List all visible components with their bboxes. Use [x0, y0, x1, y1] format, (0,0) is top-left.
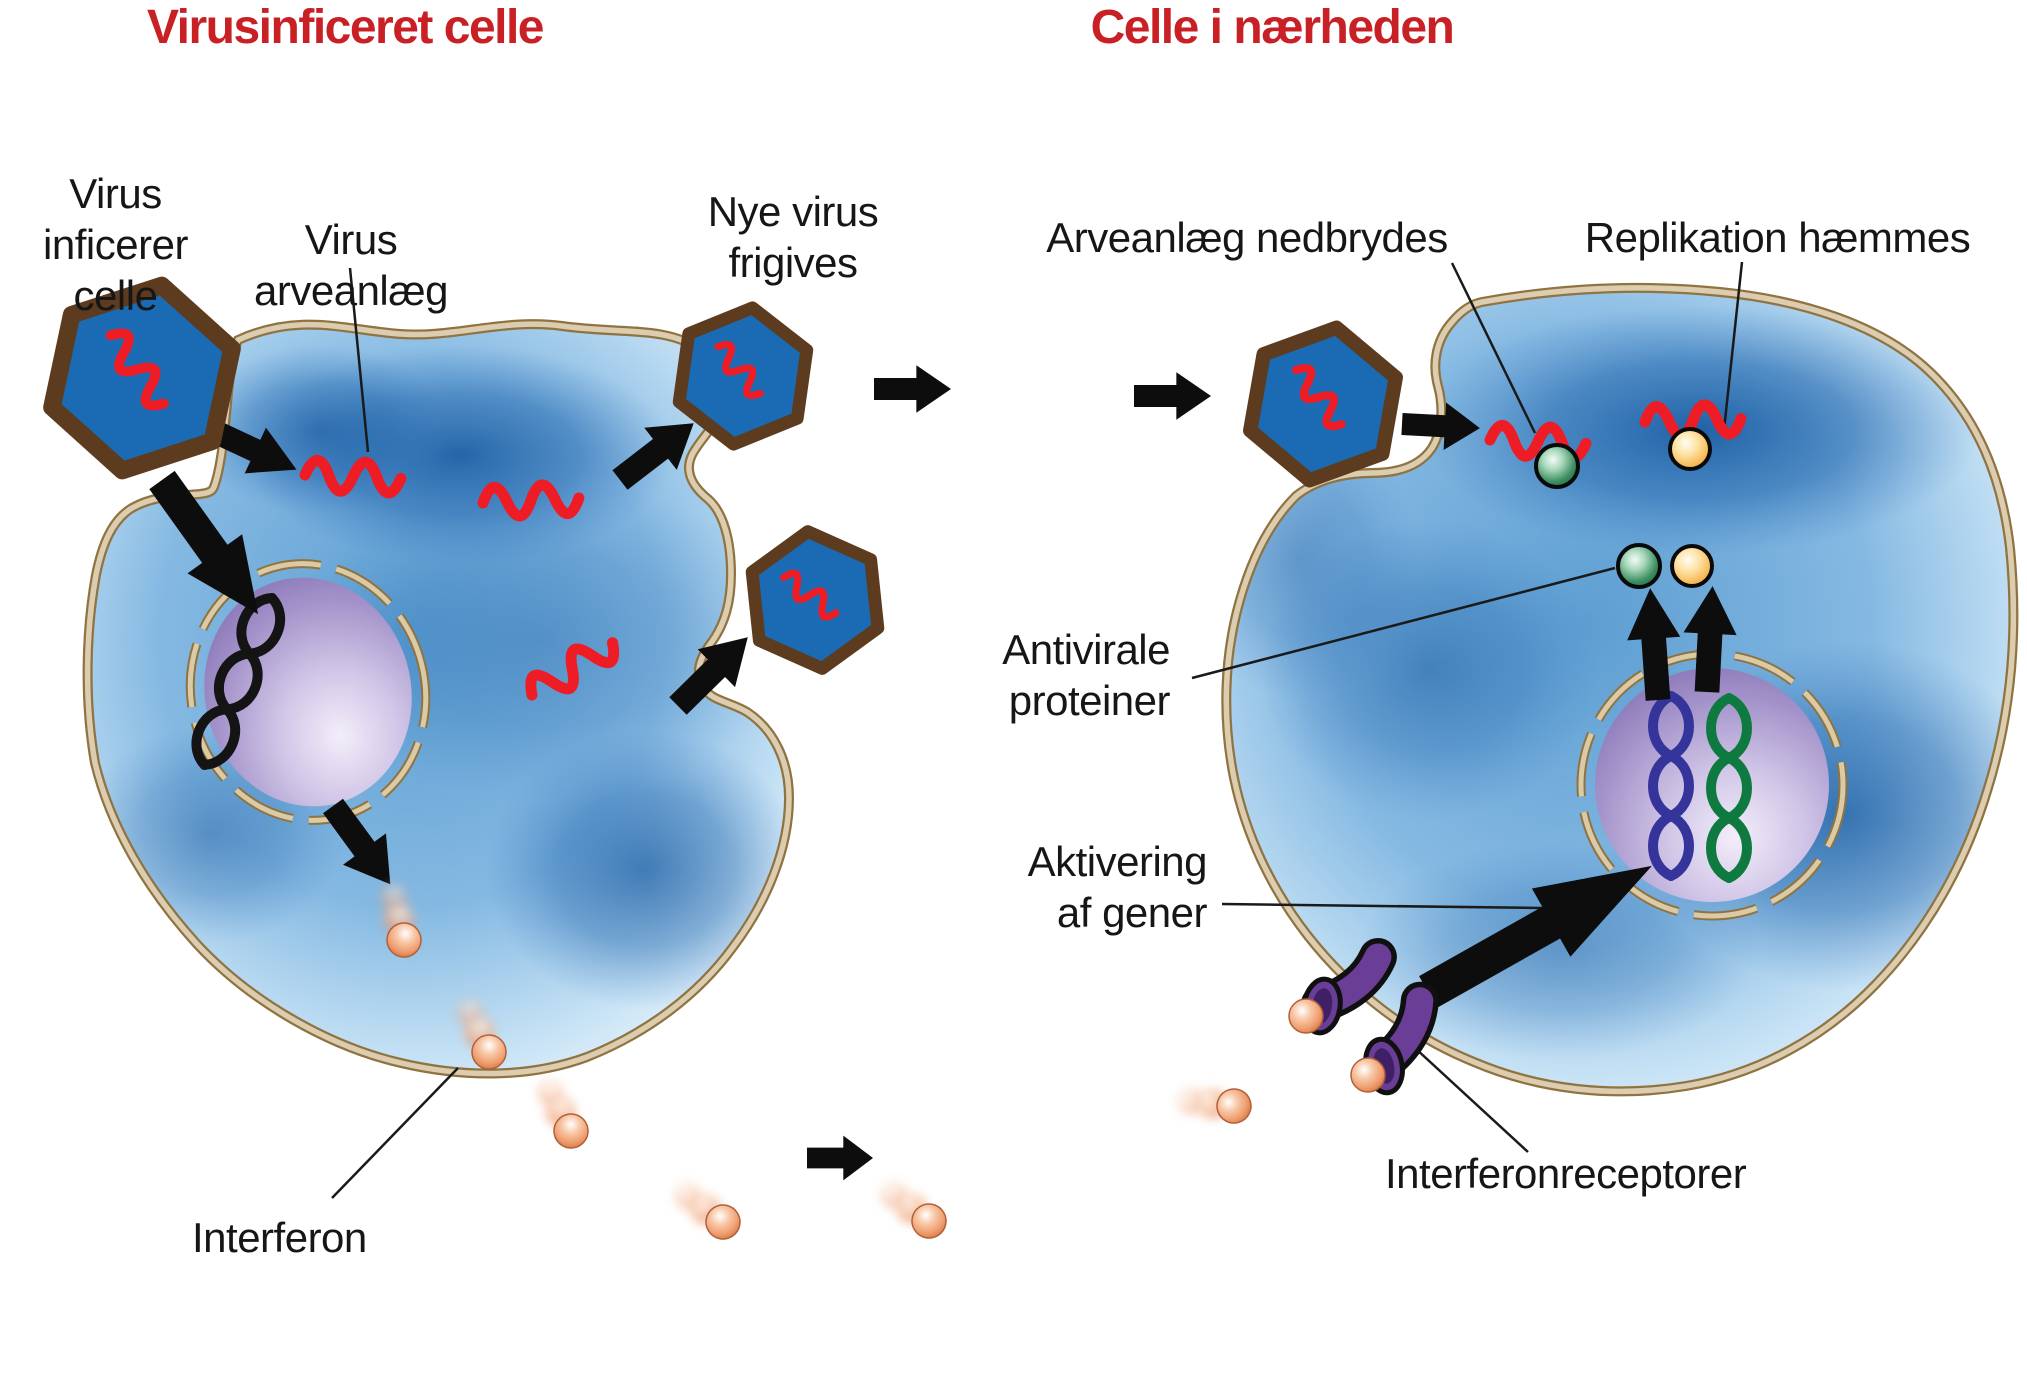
- pointer-virus-arveanlaeg: [348, 267, 370, 453]
- label-virus-inficerer-celle: Virus inficerer celle: [43, 170, 188, 320]
- pointer-lines: [331, 261, 1744, 1199]
- interferon-molecule-5: [874, 1180, 952, 1242]
- arrow-interferon-travel: [807, 1135, 873, 1181]
- interferon-docked-1: [1288, 998, 1324, 1034]
- label-interferon: Interferon: [192, 1214, 367, 1261]
- label-virus-arveanlaeg: Virus arveanlæg: [254, 216, 448, 315]
- interferon-molecule-3: [519, 1074, 604, 1155]
- pointer-arveanlaeg-nedbrydes: [1450, 262, 1537, 434]
- arrow-transition-top: [874, 365, 951, 413]
- virus-icon-at-neighbour: [1244, 316, 1403, 492]
- label-aktivering-af-gener: Aktivering af gener: [1027, 838, 1208, 937]
- interferon-molecule-4: [668, 1181, 746, 1243]
- pointer-interferon: [331, 1067, 459, 1199]
- title-neighbour-cell: Celle i nærheden: [1090, 1, 1455, 54]
- interferon-molecule-6: [1174, 1071, 1255, 1138]
- label-interferonreceptorer: Interferonreceptorer: [1385, 1150, 1747, 1197]
- virus-icon-released-right: [749, 525, 882, 674]
- green-protein: [1616, 543, 1662, 589]
- label-antivirale-proteiner: Antivirale proteiner: [1002, 626, 1170, 725]
- label-replikation-haemmes: Replikation hæmmes: [1584, 214, 1971, 261]
- arrow-to-neighbour-virus: [1134, 372, 1211, 420]
- title-infected-cell: Virusinficeret celle: [147, 1, 545, 54]
- green-protein-on-rna: [1534, 443, 1580, 489]
- label-nye-virus-frigives: Nye virus frigives: [707, 188, 879, 287]
- pointer-interferonreceptorer: [1414, 1047, 1529, 1153]
- interferon-docked-2: [1350, 1057, 1386, 1093]
- pointer-antivirale-proteiner: [1191, 566, 1616, 680]
- pointer-aktivering-af-gener: [1221, 902, 1543, 910]
- yellow-protein: [1670, 544, 1714, 588]
- label-arveanlaeg-nedbrydes: Arveanlæg nedbrydes: [1046, 214, 1448, 261]
- pointer-replikation-haemmes: [1722, 261, 1744, 431]
- antiviral-proteins: [1534, 427, 1714, 589]
- yellow-protein-on-rna: [1668, 427, 1712, 471]
